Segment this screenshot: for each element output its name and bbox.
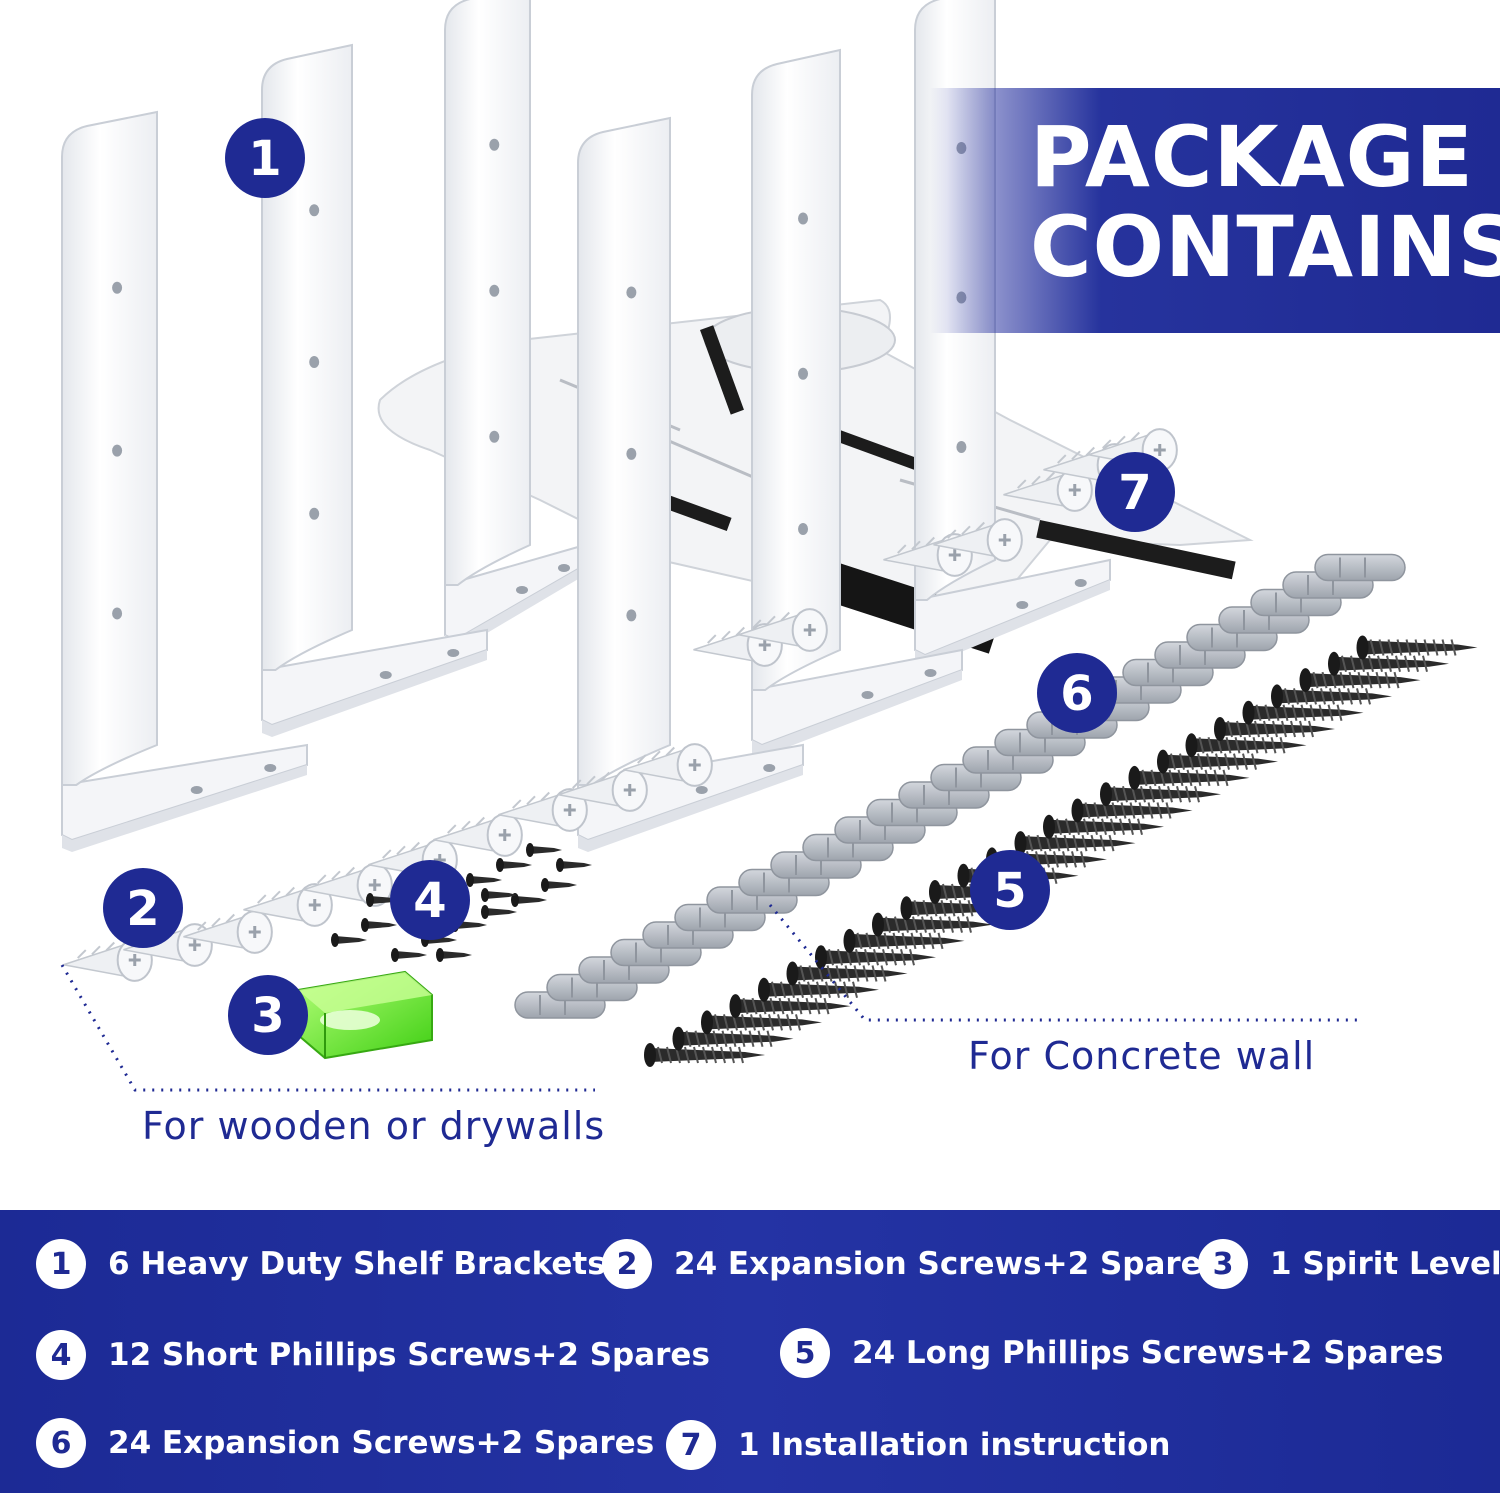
legend-item-2: 2 24 Expansion Screws+2 Spares [602, 1239, 1220, 1289]
legend-label: 24 Expansion Screws+2 Spares [674, 1246, 1221, 1282]
badge-7: 7 [666, 1420, 716, 1470]
long-screw [1071, 798, 1193, 823]
short-screw [466, 873, 502, 887]
shelf-bracket [444, 0, 586, 652]
legend-item-4: 4 12 Short Phillips Screws+2 Spares [36, 1330, 710, 1380]
long-screw [672, 1026, 794, 1051]
legend-item-6: 6 24 Expansion Screws+2 Spares [36, 1418, 654, 1468]
badge-number: 6 [1060, 666, 1093, 722]
short-screw [526, 843, 562, 857]
short-screw [391, 948, 427, 962]
legend-label: 24 Long Phillips Screws+2 Spares [852, 1335, 1444, 1371]
long-screw [758, 977, 879, 1002]
shelf-bracket [61, 110, 308, 852]
long-screw [701, 1010, 822, 1035]
short-screw [481, 905, 517, 919]
long-screw [1242, 700, 1364, 725]
badge-number: 7 [1118, 465, 1151, 521]
badge-6: 6 [36, 1418, 86, 1468]
long-screw [1271, 684, 1392, 709]
long-screw [1185, 733, 1307, 758]
long-phillips-screws [644, 635, 1478, 1067]
drywall-anchor [1003, 468, 1093, 512]
legend-item-7: 7 1 Installation instruction [666, 1420, 1170, 1470]
short-screw [331, 933, 367, 947]
long-screw [1214, 717, 1335, 741]
badge-2: 2 [103, 868, 183, 948]
legend-item-1: 1 6 Heavy Duty Shelf Brackets [36, 1239, 606, 1289]
concrete-anchor [1314, 553, 1406, 582]
long-screw [872, 912, 993, 937]
badge-4: 4 [36, 1330, 86, 1380]
legend-item-5: 5 24 Long Phillips Screws+2 Spares [780, 1328, 1443, 1378]
title-line-1: PACKAGE [1030, 108, 1474, 206]
badge-5: 5 [780, 1328, 830, 1378]
shelf-bracket [577, 116, 804, 852]
short-screw [361, 918, 397, 932]
legend-label: 6 Heavy Duty Shelf Brackets [108, 1246, 606, 1282]
badge-3: 3 [228, 975, 308, 1055]
long-screw [1356, 635, 1478, 660]
number-badges: 1 2 3 4 5 6 7 [103, 118, 1175, 1055]
page-title: PACKAGE CONTAINS [1030, 108, 1500, 296]
shelf-bracket [751, 48, 963, 757]
legend-label: 1 Spirit Level [1270, 1246, 1500, 1282]
short-screw [541, 878, 577, 892]
short-screw [436, 948, 472, 962]
short-screw [556, 858, 592, 872]
short-screw [481, 888, 517, 902]
legend-item-3: 3 1 Spirit Level [1198, 1239, 1500, 1289]
drywall-anchor [243, 883, 333, 927]
badge-number: 5 [993, 863, 1026, 919]
caption-concrete-wall: For Concrete wall [968, 1034, 1316, 1078]
header-banner [930, 88, 1500, 333]
badge-1: 1 [36, 1239, 86, 1289]
product-scene: 1 2 3 4 5 6 7 PACKAGE CONTAINS For wooden or d… [60, 0, 1500, 1148]
badge-1: 1 [225, 118, 305, 198]
short-phillips-screws [331, 843, 592, 962]
long-screw [1100, 782, 1221, 807]
badge-2: 2 [602, 1239, 652, 1289]
long-screw [1014, 831, 1136, 856]
long-screw [1043, 814, 1164, 839]
drywall-anchor [303, 863, 393, 907]
drywall-anchor [933, 518, 1023, 562]
badge-number: 1 [248, 131, 281, 187]
badge-number: 2 [126, 881, 159, 937]
badge-3: 3 [1198, 1239, 1248, 1289]
title-line-2: CONTAINS [1030, 198, 1500, 296]
contents-legend: 1 6 Heavy Duty Shelf Brackets 2 24 Expan… [0, 1210, 1500, 1493]
long-screw [644, 1043, 765, 1067]
badge-number: 3 [251, 988, 284, 1044]
caption-wooden-walls: For wooden or drywalls [142, 1104, 606, 1148]
long-screw [1299, 668, 1421, 693]
badge-number: 4 [413, 873, 446, 929]
short-screw [496, 858, 532, 872]
spirit-level [297, 970, 433, 1060]
drywall-anchor [183, 910, 273, 954]
long-screw [1328, 651, 1449, 676]
long-screw [786, 961, 908, 986]
drywall-anchor [498, 788, 588, 832]
legend-label: 12 Short Phillips Screws+2 Spares [108, 1337, 710, 1373]
drywall-anchor [623, 743, 713, 787]
long-screw [729, 994, 851, 1019]
leader-lines [60, 904, 1360, 1092]
long-screw [1128, 765, 1250, 790]
short-screw [511, 893, 547, 907]
drywall-anchor [558, 768, 648, 812]
drywall-anchor [738, 608, 828, 652]
long-screw [815, 945, 936, 970]
shelf-bracket [261, 43, 488, 737]
long-screw [843, 928, 965, 953]
badge-4: 4 [390, 860, 470, 940]
badge-6: 6 [1037, 653, 1117, 733]
badge-7: 7 [1095, 452, 1175, 532]
long-screw [1157, 749, 1278, 774]
badge-5: 5 [970, 850, 1050, 930]
legend-label: 1 Installation instruction [738, 1427, 1171, 1463]
legend-label: 24 Expansion Screws+2 Spares [108, 1425, 655, 1461]
